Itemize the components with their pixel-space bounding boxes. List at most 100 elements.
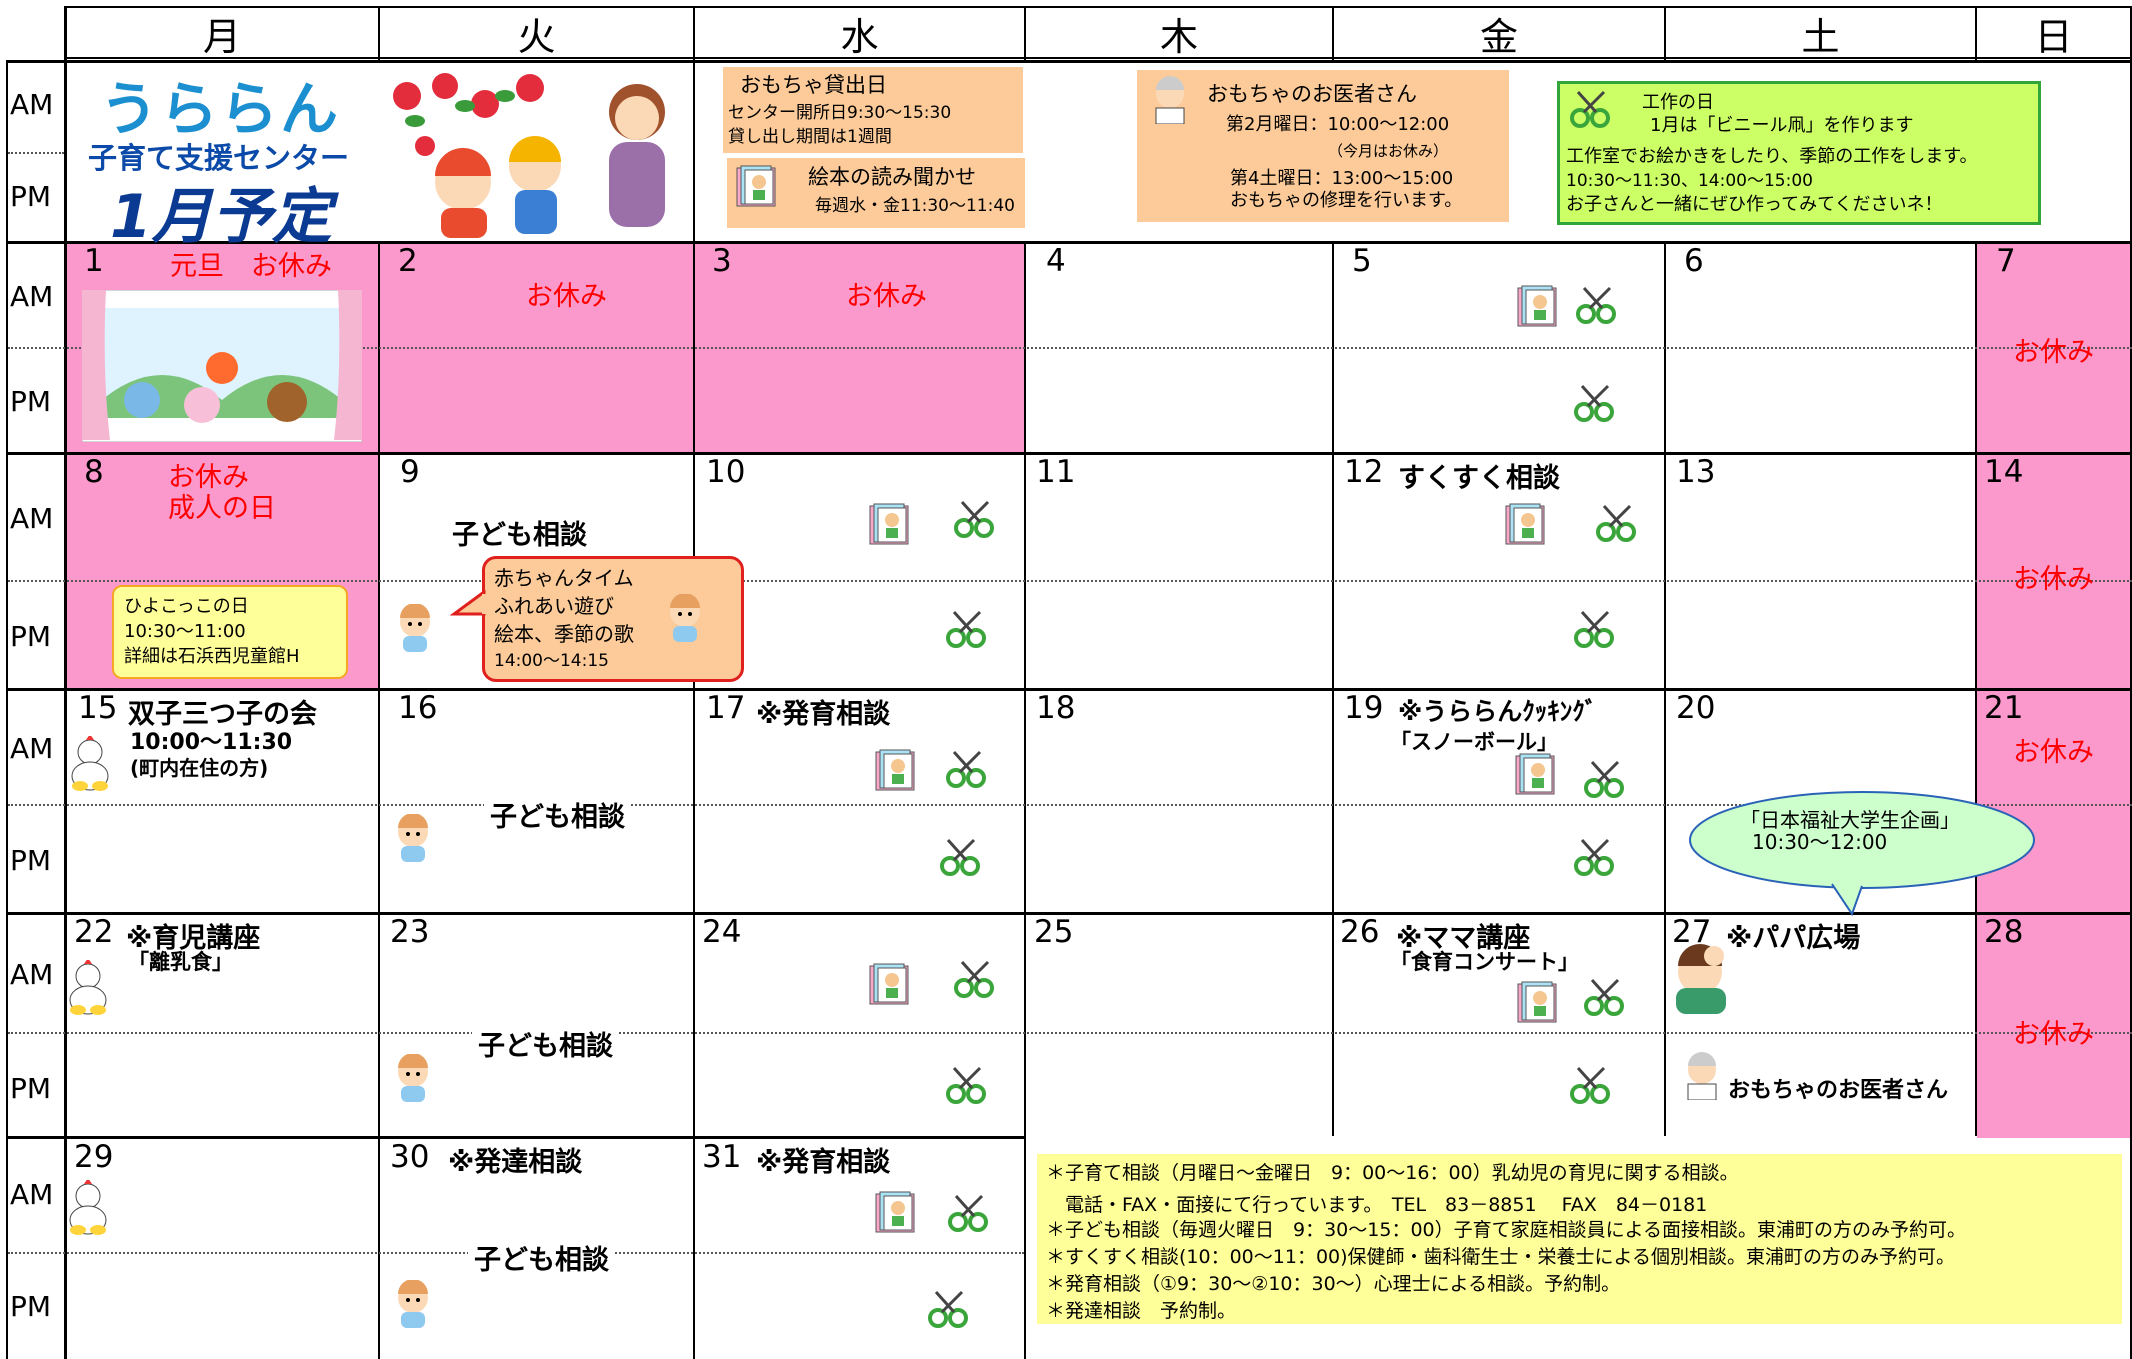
- kids-illustration: [385, 66, 685, 238]
- event-15-time: 10:00～11:30: [130, 730, 293, 755]
- note-21: お休み: [2013, 737, 2094, 768]
- date-18: 18: [1036, 690, 1076, 726]
- date-21: 21: [1984, 690, 2024, 726]
- scissors-icon: [928, 1288, 970, 1328]
- event-23: 子ども相談: [472, 1024, 619, 1063]
- notes-box: [1037, 1154, 2122, 1324]
- note-2: お休み: [526, 281, 607, 312]
- baby-icon: [392, 1280, 434, 1330]
- date-8: 8: [84, 454, 104, 490]
- book-icon: [735, 164, 777, 208]
- baby-time-l4: 14:00～14:15: [494, 651, 609, 671]
- chicken-icon: [66, 1180, 112, 1236]
- scissors-icon: [1596, 502, 1638, 542]
- date-4: 4: [1046, 243, 1066, 279]
- date-5: 5: [1352, 243, 1372, 279]
- baby-time-l2: ふれあい遊び: [494, 594, 614, 618]
- date-12: 12: [1344, 454, 1384, 490]
- baby-icon: [392, 814, 434, 864]
- event-15: 双子三つ子の会: [128, 699, 317, 730]
- scissors-icon: [1574, 836, 1616, 876]
- event-31: ※発育相談: [756, 1147, 891, 1178]
- title-month: 1月予定: [110, 182, 332, 252]
- book-icon: [1504, 502, 1546, 546]
- note-line-4: ＊すくすく相談(10：00～11：00)保健師・歯科衛生士・栄養士による個別相談…: [1046, 1246, 1955, 1268]
- date-2: 2: [398, 243, 418, 279]
- toy-doctor-box: [1137, 70, 1509, 222]
- date-23: 23: [390, 914, 430, 950]
- baby-time-l1: 赤ちゃんタイム: [494, 566, 634, 590]
- date-19: 19: [1344, 690, 1384, 726]
- toy-doctor-line1: 第2月曜日：10:00～12:00: [1226, 114, 1450, 135]
- toy-doctor-line4: おもちゃの修理を行います。: [1230, 190, 1463, 211]
- event-12: すくすく相談: [1398, 463, 1560, 494]
- hiyoko-l2: 10:30～11:00: [124, 621, 246, 642]
- am-label: AM: [10, 502, 54, 535]
- student-bubble: [1689, 791, 2035, 917]
- scissors-icon: [1584, 758, 1626, 798]
- scissors-icon: [946, 1064, 988, 1104]
- event-26: ※ママ講座: [1396, 923, 1531, 954]
- date-13: 13: [1676, 454, 1716, 490]
- book-icon: [1514, 752, 1556, 796]
- date-7: 7: [1996, 243, 2016, 279]
- date-24: 24: [702, 914, 742, 950]
- event-30-sub: 子ども相談: [468, 1238, 615, 1277]
- craft-line3: 10:30～11:30、14:00～15:00: [1566, 171, 1813, 191]
- scissors-icon: [1570, 1064, 1612, 1104]
- scissors-icon: [946, 748, 988, 788]
- event-22-sub: 「離乳食」: [128, 950, 233, 974]
- header-sat: 土: [1801, 14, 1840, 59]
- date-9: 9: [400, 454, 420, 490]
- header-sun: 日: [2034, 14, 2073, 59]
- event-30: ※発達相談: [448, 1147, 583, 1178]
- pm-label: PM: [10, 620, 52, 653]
- papa-illustration: [1666, 942, 1736, 1014]
- holiday-cell-28: [1977, 914, 2132, 1138]
- reading-box: [727, 158, 1025, 228]
- event-9: 子ども相談: [452, 520, 587, 551]
- date-20: 20: [1676, 690, 1716, 726]
- craft-title: 工作の日: [1642, 92, 1714, 113]
- craft-line2: 工作室でお絵かきをしたり、季節の工作をします。: [1566, 146, 1978, 167]
- student-bubble-l2: 10:30～12:00: [1752, 830, 1888, 854]
- header-fri: 金: [1479, 14, 1518, 59]
- toy-lending-title: おもちゃ貸出日: [740, 73, 887, 97]
- pm-label: PM: [10, 844, 52, 877]
- holiday-cell-14: [1977, 454, 2132, 688]
- event-17: ※発育相談: [756, 699, 891, 730]
- date-6: 6: [1684, 243, 1704, 279]
- date-29: 29: [74, 1139, 114, 1175]
- header-wed: 水: [840, 14, 879, 59]
- scissors-icon: [946, 608, 988, 648]
- note-8b: 成人の日: [168, 493, 276, 524]
- scissors-icon: [940, 836, 982, 876]
- doctor-icon: [1148, 76, 1192, 124]
- toy-doctor-line3: 第4土曜日：13:00～15:00: [1230, 168, 1454, 189]
- toy-lending-box: [723, 67, 1023, 153]
- new-year-illustration: [81, 289, 363, 443]
- date-3: 3: [712, 243, 732, 279]
- date-17: 17: [706, 690, 746, 726]
- date-1: 1: [84, 243, 104, 279]
- pm-label: PM: [10, 1290, 52, 1323]
- am-label: AM: [10, 958, 54, 991]
- event-26-sub: 「食育コンサート」: [1390, 950, 1579, 974]
- reading-title: 絵本の読み聞かせ: [808, 165, 976, 189]
- note-8a: お休み: [168, 462, 249, 493]
- scissors-icon: [954, 958, 996, 998]
- date-16: 16: [398, 690, 438, 726]
- note-line-2: 電話・FAX・面接にて行っています。 TEL 83－8851 FAX 84－01…: [1046, 1194, 1708, 1216]
- doctor-icon: [1680, 1052, 1724, 1100]
- baby-time-bubble: [482, 556, 744, 682]
- book-icon: [868, 962, 910, 1006]
- pm-label: PM: [10, 180, 52, 213]
- book-icon: [1516, 980, 1558, 1024]
- event-16: 子ども相談: [484, 795, 631, 834]
- event-19: ※うららんｸｯｷﾝｸﾞ: [1398, 697, 1598, 726]
- am-label: AM: [10, 1178, 54, 1211]
- event-19-sub: 「スノーボール」: [1390, 730, 1558, 754]
- event-27-pm: おもちゃのお医者さん: [1728, 1078, 1949, 1103]
- book-icon: [868, 502, 910, 546]
- date-15: 15: [78, 690, 118, 726]
